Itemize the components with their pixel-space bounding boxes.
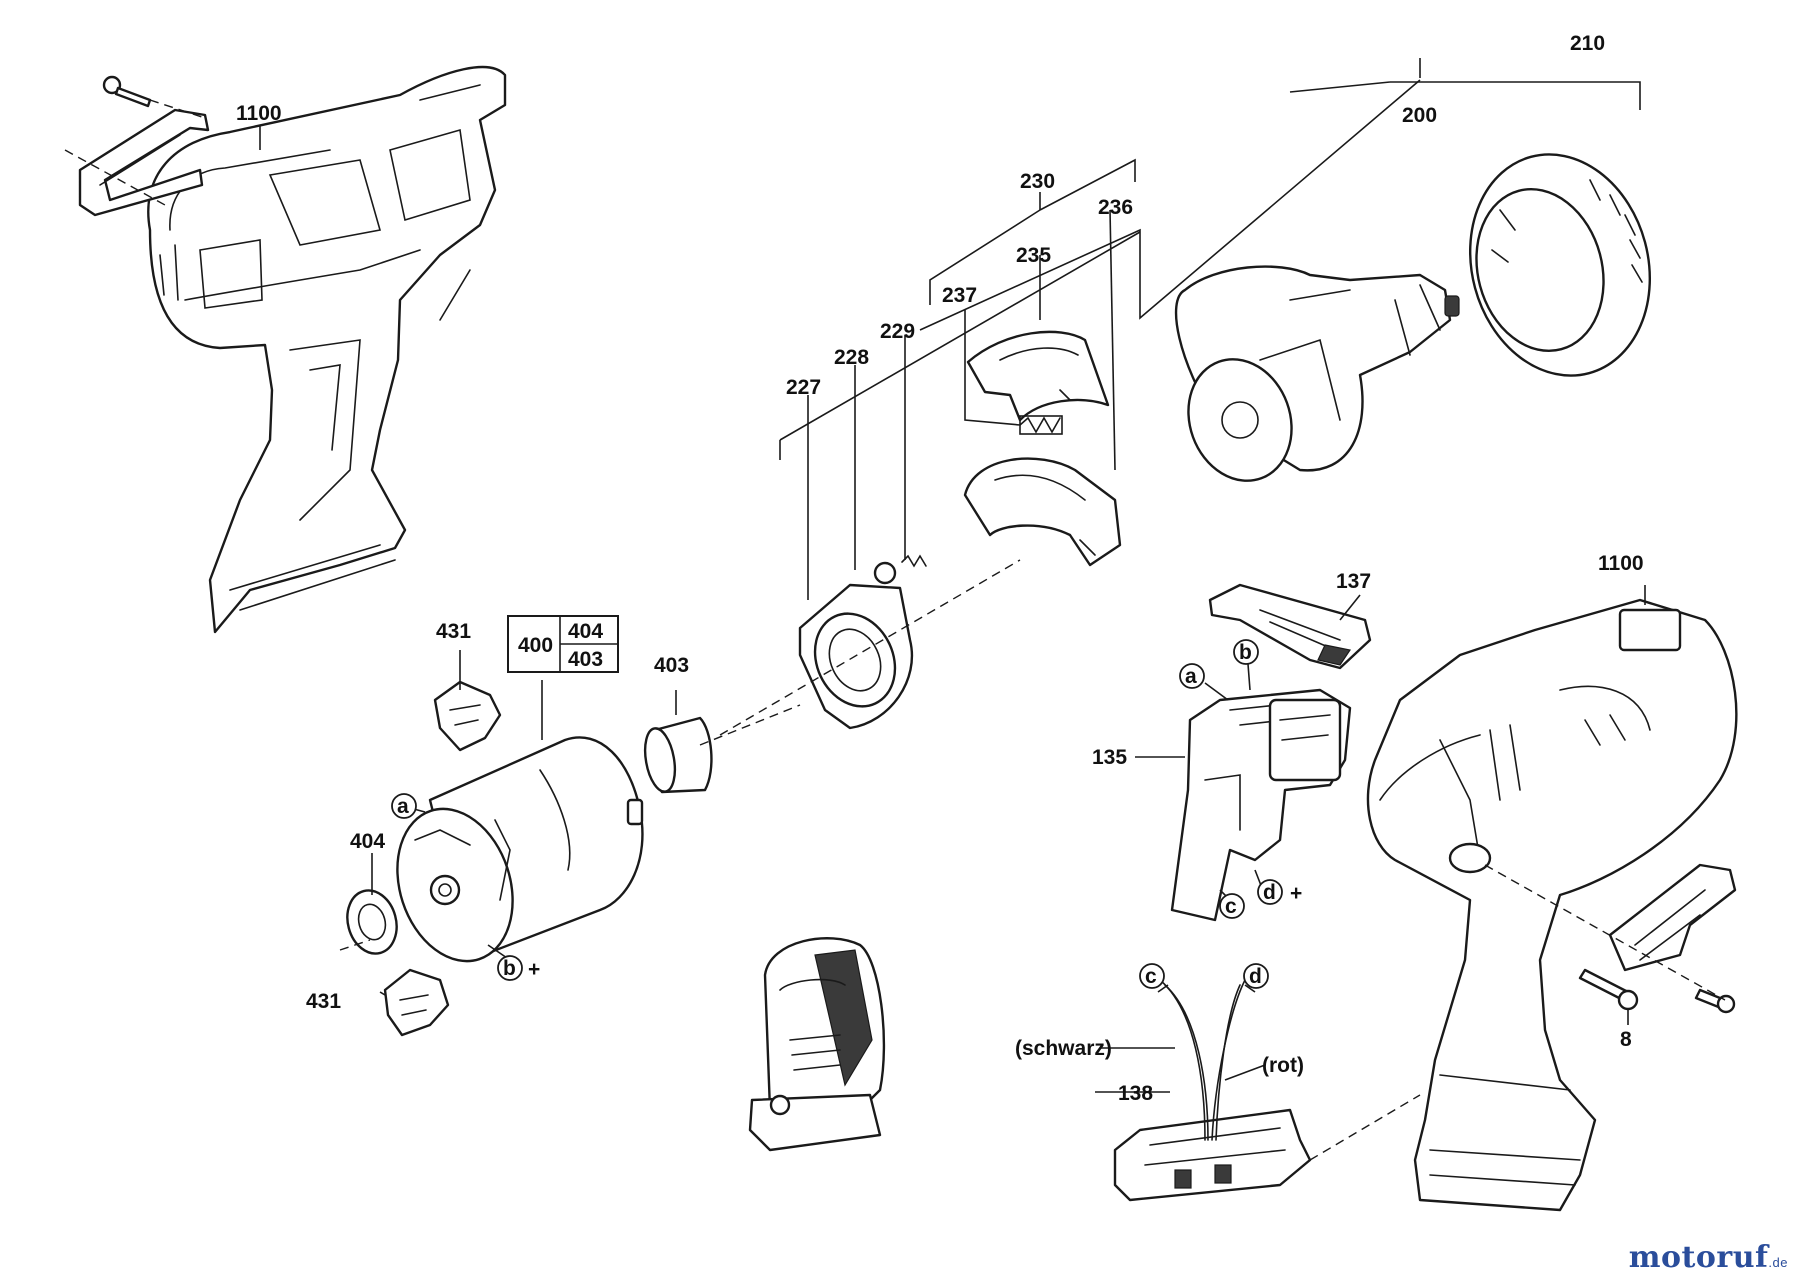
letter-wire-d: d [1249, 965, 1262, 988]
label-229: 229 [880, 320, 915, 343]
label-236: 236 [1098, 196, 1133, 219]
axis-battery [1309, 1094, 1421, 1161]
label-200: 200 [1402, 104, 1437, 127]
label-235: 235 [1016, 244, 1051, 267]
clutch-ring-227 [798, 583, 914, 730]
gearbox-assembly [1174, 265, 1460, 482]
spring-229 [901, 554, 927, 568]
axis-clip-right [1484, 864, 1726, 1001]
label-8: 8 [1620, 1028, 1632, 1051]
clutch-cover-235 [966, 330, 1110, 422]
letter-motor-a: a [397, 795, 409, 818]
axis-motor [699, 704, 801, 746]
label-403-box: 403 [568, 648, 603, 671]
lock-slider-137 [1208, 583, 1372, 670]
axis-clip-left [64, 149, 166, 206]
letter-wire-c: c [1145, 965, 1157, 988]
label-431-top: 431 [436, 620, 471, 643]
letter-switch-b: b [1239, 641, 1252, 664]
watermark-name: motoruf [1628, 1240, 1769, 1275]
label-404-box: 404 [568, 620, 603, 643]
axis-404 [339, 939, 371, 951]
label-rot: (rot) [1262, 1054, 1304, 1077]
circled-letters: a b + a b c d + c d [391, 639, 1302, 989]
motor-ref-box [507, 615, 619, 673]
torque-ring [1468, 153, 1652, 377]
axis-screw-left [149, 99, 206, 119]
letter-motor-b: b [503, 957, 516, 980]
label-431-bottom: 431 [306, 990, 341, 1013]
clutch-cover-236 [963, 457, 1122, 567]
label-210: 210 [1570, 32, 1605, 55]
belt-clip-left [78, 108, 210, 217]
housing-right-assembled [1366, 598, 1738, 1212]
bearing-404 [346, 889, 398, 955]
label-228: 228 [834, 346, 869, 369]
watermark-suffix: .de [1768, 1255, 1788, 1270]
motor-400 [396, 736, 644, 963]
ball-228 [873, 561, 897, 585]
plus-motor-b: + [528, 958, 540, 981]
wires [1159, 979, 1246, 1141]
spring-237 [1019, 415, 1063, 435]
belt-clip-right [1608, 863, 1737, 972]
label-138: 138 [1118, 1082, 1153, 1105]
label-404: 404 [350, 830, 385, 853]
label-400: 400 [518, 634, 553, 657]
axis-clutch [719, 559, 1021, 736]
flashlight-accessory [748, 937, 886, 1152]
brush-holder-431-top [433, 680, 502, 752]
trigger-switch-135 [1170, 688, 1352, 922]
label-135: 135 [1092, 746, 1127, 769]
brush-holder-431-bottom [383, 968, 450, 1037]
label-237: 237 [942, 284, 977, 307]
watermark-logo: motoruf.de [1629, 1240, 1788, 1275]
letter-switch-a: a [1185, 665, 1197, 688]
label-1100-right: 1100 [1598, 552, 1644, 575]
label-230: 230 [1020, 170, 1055, 193]
letter-switch-c: c [1225, 895, 1237, 918]
screw-left [102, 75, 152, 108]
label-1100-left: 1100 [236, 102, 282, 125]
screw-8 [1578, 968, 1639, 1011]
label-227: 227 [786, 376, 821, 399]
label-403: 403 [654, 654, 689, 677]
plus-switch-d: + [1290, 882, 1302, 905]
bearing-403 [643, 716, 713, 794]
housing-left-half [147, 65, 507, 634]
leader-lines [259, 58, 1646, 1093]
letter-switch-d: d [1263, 881, 1276, 904]
screw-right [1694, 988, 1736, 1014]
label-schwarz: (schwarz) [1015, 1037, 1112, 1060]
label-137: 137 [1336, 570, 1371, 593]
battery-contact-138 [1113, 1108, 1312, 1202]
